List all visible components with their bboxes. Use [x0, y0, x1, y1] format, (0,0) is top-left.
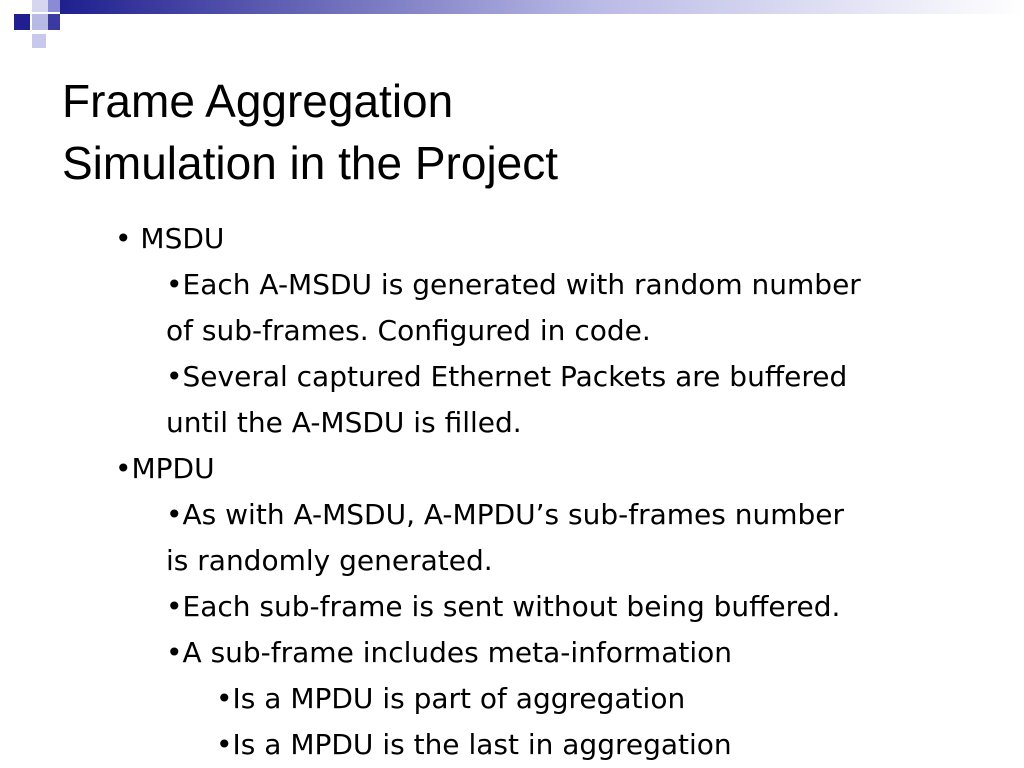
bullet-mpdu: •MPDU: [115, 452, 215, 485]
header-decoration: [14, 0, 1024, 48]
deco-square-light: [32, 14, 48, 30]
bullet-subframe-meta-info: •A sub-frame includes meta-information: [166, 636, 732, 669]
slide-title: Frame Aggregation Simulation in the Proj…: [62, 70, 962, 194]
deco-square-mid: [48, 0, 60, 12]
deco-square-dark: [14, 14, 30, 30]
bullet-ampdu-subframes-cont: is randomly generated.: [166, 544, 493, 577]
deco-square-light-top: [32, 0, 48, 12]
bullet-msdu: • MSDU: [115, 222, 225, 255]
bullet-subframe-not-buffered: •Each sub-frame is sent without being bu…: [166, 590, 841, 623]
bullet-ampdu-subframes: •As with A-MSDU, A-MPDU’s sub-frames num…: [166, 498, 845, 531]
bullet-part-of-aggregation: •Is a MPDU is part of aggregation: [216, 682, 686, 715]
deco-square-faded: [32, 34, 46, 48]
slide-title-line-2: Simulation in the Project: [62, 137, 559, 189]
bullet-amsdu-random-number: •Each A-MSDU is generated with random nu…: [166, 268, 861, 301]
bullet-packets-buffered: •Several captured Ethernet Packets are b…: [166, 360, 848, 393]
bullet-amsdu-random-number-cont: of sub-frames. Configured in code.: [166, 314, 651, 347]
slide-title-line-1: Frame Aggregation: [62, 75, 454, 127]
bullet-packets-buffered-cont: until the A-MSDU is filled.: [166, 406, 522, 439]
header-gradient-bar: [60, 0, 1024, 14]
bullet-last-in-aggregation: •Is a MPDU is the last in aggregation: [216, 728, 732, 761]
deco-square-dark-small: [48, 14, 60, 30]
